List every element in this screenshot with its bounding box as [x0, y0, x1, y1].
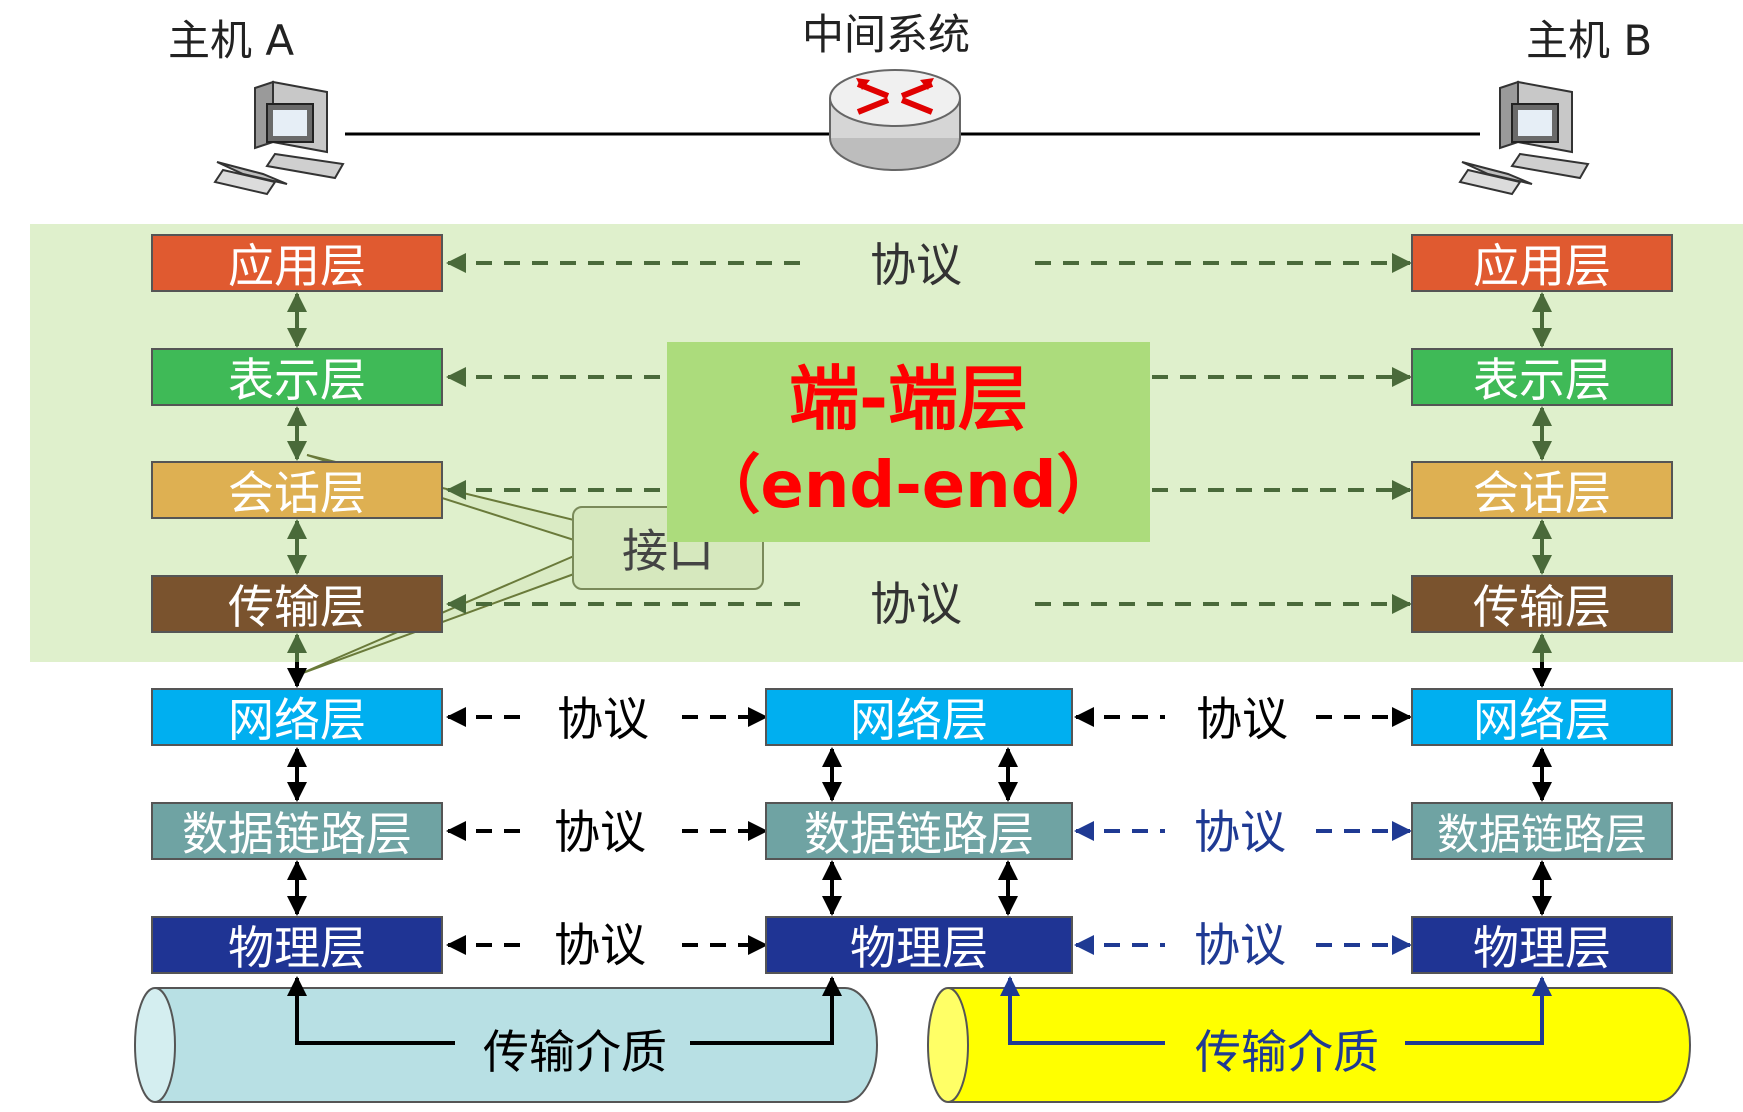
medium-left-path [295, 990, 834, 1045]
host-a-datalink-layer: 数据链路层 [151, 802, 443, 860]
medium-right-path [1008, 990, 1544, 1045]
protocol-label-transport: 协议 [870, 577, 962, 631]
host-b-network-layer: 网络层 [1411, 688, 1673, 746]
host-b-session-layer: 会话层 [1411, 461, 1673, 519]
hop-protocol-arrows-blue [1074, 821, 1412, 955]
protocol-label-network-right: 协议 [1196, 692, 1288, 746]
host-a-physical-layer: 物理层 [151, 916, 443, 974]
host-b-transport-layer: 传输层 [1411, 575, 1673, 633]
end-end-protocol-arrows [446, 253, 1412, 614]
protocol-label-physical-left: 协议 [554, 918, 646, 972]
protocol-label-datalink-left: 协议 [554, 805, 646, 859]
host-a-transport-layer: 传输层 [151, 575, 443, 633]
protocol-label-application: 协议 [870, 238, 962, 292]
host-a-title: 主机 A [168, 16, 295, 65]
medium-label-right: 传输介质 [1195, 1025, 1379, 1079]
host-b-application-layer: 应用层 [1411, 234, 1673, 292]
hop-protocol-arrows-black [446, 707, 1412, 955]
end-end-subtitle: （end-end） [696, 449, 1121, 523]
host-a-session-layer: 会话层 [151, 461, 443, 519]
computer-icon [1458, 80, 1590, 196]
end-end-title: 端-端层 [788, 358, 1029, 440]
computer-icon [213, 80, 345, 196]
protocol-label-network-left: 协议 [557, 692, 649, 746]
middle-system-title: 中间系统 [802, 10, 971, 59]
middle-datalink-layer: 数据链路层 [765, 802, 1073, 860]
host-b-presentation-layer: 表示层 [1411, 348, 1673, 406]
host-b-title: 主机 B [1526, 16, 1653, 65]
host-b-datalink-layer: 数据链路层 [1411, 802, 1673, 860]
medium-label-left: 传输介质 [483, 1025, 667, 1079]
end-end-panel: 端-端层 （end-end） [667, 342, 1150, 542]
host-b-physical-layer: 物理层 [1411, 916, 1673, 974]
protocol-label-physical-right: 协议 [1194, 918, 1286, 972]
middle-physical-layer: 物理层 [765, 916, 1073, 974]
middle-vertical-arrows [822, 747, 1018, 916]
host-a-presentation-layer: 表示层 [151, 348, 443, 406]
host-a-network-layer: 网络层 [151, 688, 443, 746]
router-icon [829, 69, 961, 171]
host-a-application-layer: 应用层 [151, 234, 443, 292]
protocol-label-datalink-right: 协议 [1194, 805, 1286, 859]
middle-network-layer: 网络层 [765, 688, 1073, 746]
